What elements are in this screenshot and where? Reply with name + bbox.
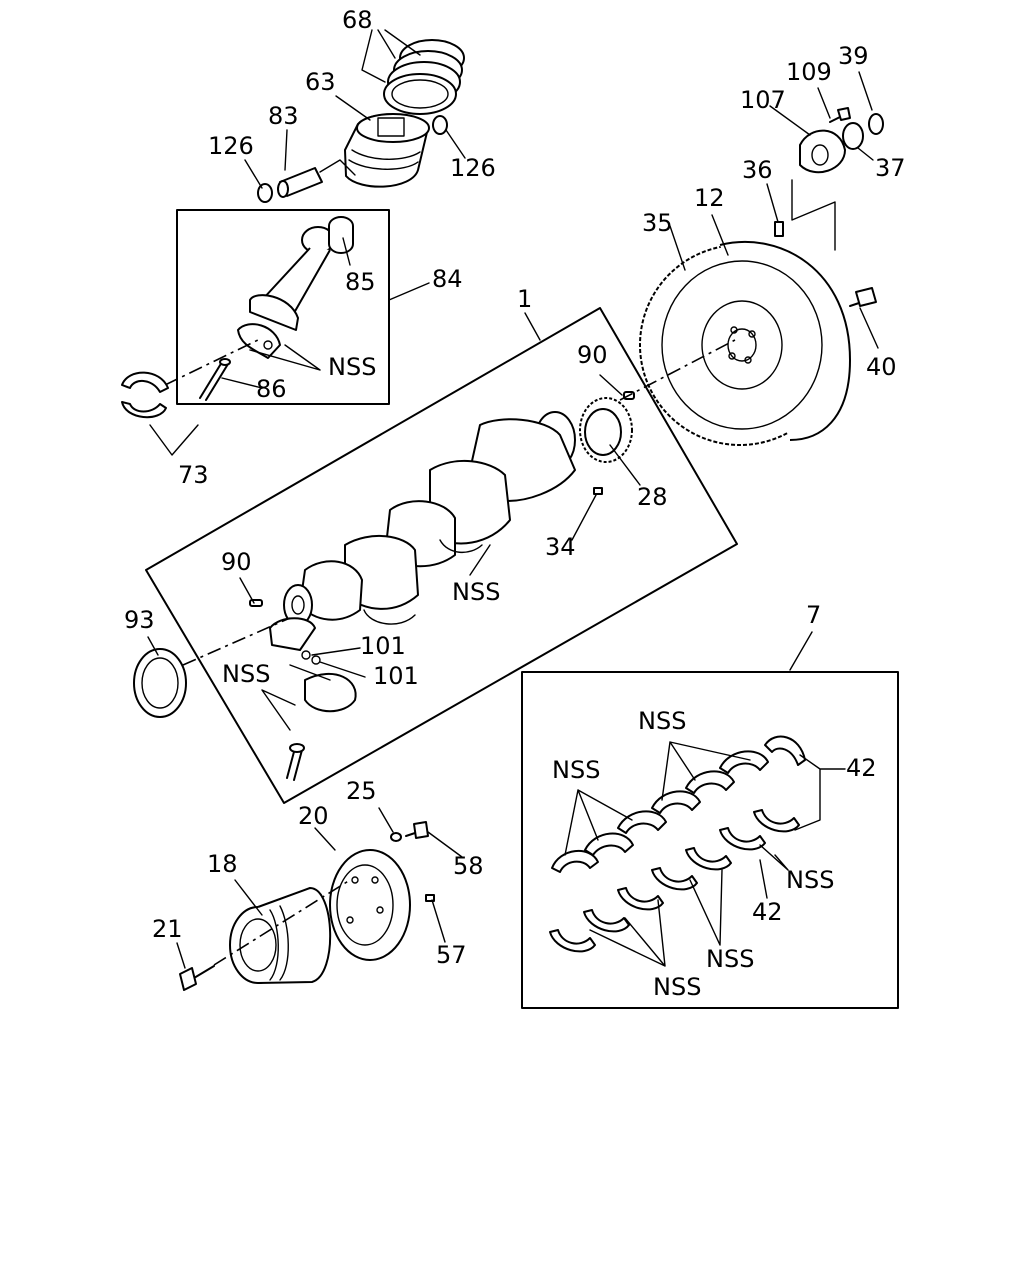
snap-ring-left: [257, 183, 273, 203]
callout-57: 57: [436, 941, 467, 969]
washer-25: [390, 832, 402, 842]
bearing-37: [842, 122, 864, 150]
rod-bolt: [199, 358, 231, 401]
main-bearing-bolt: [286, 743, 305, 781]
callout-101-lower: 101: [373, 662, 419, 690]
callout-39: 39: [838, 42, 869, 70]
piston: [344, 113, 430, 188]
callout-90-front: 90: [221, 548, 252, 576]
callout-nss-bearing-1: NSS: [552, 756, 600, 784]
callout-21: 21: [152, 915, 183, 943]
pulley-bolt: [179, 965, 215, 991]
piston-pin: [277, 167, 323, 198]
flywheel-bolt: [849, 287, 877, 307]
leader-lines: [147, 29, 879, 969]
flywheel-center-line: [619, 339, 736, 401]
pin-to-piston-line: [319, 159, 356, 176]
callout-85: 85: [345, 268, 376, 296]
crankshaft-box: [145, 307, 738, 804]
callout-12: 12: [694, 184, 725, 212]
callout-1: 1: [517, 285, 532, 313]
callout-68: 68: [342, 6, 373, 34]
pin-90-rear: [623, 391, 635, 400]
screw-109: [829, 107, 851, 123]
callout-42-lower: 42: [752, 898, 783, 926]
key-34: [593, 487, 603, 495]
main-bearing-box: [521, 671, 899, 1009]
crankshaft: [283, 411, 576, 626]
callout-90-rear: 90: [577, 341, 608, 369]
callout-84: 84: [432, 265, 463, 293]
callout-34: 34: [545, 533, 576, 561]
snap-ring-39: [868, 113, 884, 135]
housing-bracket: [791, 179, 836, 251]
callout-7: 7: [806, 601, 821, 629]
bolt-58: [405, 821, 429, 839]
callout-35: 35: [642, 209, 673, 237]
callout-nss-rod: NSS: [328, 353, 376, 381]
callout-83: 83: [268, 102, 299, 130]
callout-nss-bearing-4: NSS: [706, 945, 754, 973]
callout-101-upper: 101: [360, 632, 406, 660]
connecting-rod-box: [176, 209, 390, 405]
key-57: [425, 894, 435, 902]
crank-pulley: [229, 887, 332, 984]
callout-109: 109: [786, 58, 832, 86]
piston-ring-set: [383, 39, 465, 115]
flywheel: [639, 240, 851, 446]
callout-73: 73: [178, 461, 209, 489]
callout-36: 36: [742, 156, 773, 184]
rod-bearing-shells: [121, 371, 169, 419]
callout-93: 93: [124, 606, 155, 634]
callout-58: 58: [453, 852, 484, 880]
crank-gear: [579, 397, 633, 463]
callout-20: 20: [298, 802, 329, 830]
snap-ring-right: [432, 115, 448, 135]
rod-center-line: [164, 339, 259, 386]
callout-nss-crank: NSS: [452, 578, 500, 606]
callout-42-upper: 42: [846, 754, 877, 782]
callout-63: 63: [305, 68, 336, 96]
callout-37: 37: [875, 154, 906, 182]
dowel-36: [774, 221, 784, 237]
callout-nss-bearing-5: NSS: [653, 973, 701, 1001]
callout-nss-thrust: NSS: [222, 660, 270, 688]
main-bearing-shells-lower: [549, 809, 800, 953]
callout-126-left: 126: [208, 132, 254, 160]
callout-40: 40: [866, 353, 897, 381]
callout-28: 28: [637, 483, 668, 511]
callout-labels: 68 63 83 126 126 85 84 86 NSS 73 1 90 28…: [124, 6, 906, 1001]
callout-18: 18: [207, 850, 238, 878]
callout-126-right: 126: [450, 154, 496, 182]
connecting-rod: [237, 226, 335, 359]
damper-pulley: [329, 849, 411, 961]
callout-nss-bearing-2: NSS: [638, 707, 686, 735]
callout-25: 25: [346, 777, 377, 805]
pin-90-front: [249, 599, 263, 607]
front-oil-seal: [133, 648, 187, 718]
pilot-bearing-housing: [799, 129, 846, 174]
callout-nss-bearing-3: NSS: [786, 866, 834, 894]
rod-bushing: [328, 216, 354, 254]
callout-107: 107: [740, 86, 786, 114]
thrust-bearing: [269, 617, 357, 713]
front-center-line: [182, 617, 291, 666]
callout-86: 86: [256, 375, 287, 403]
